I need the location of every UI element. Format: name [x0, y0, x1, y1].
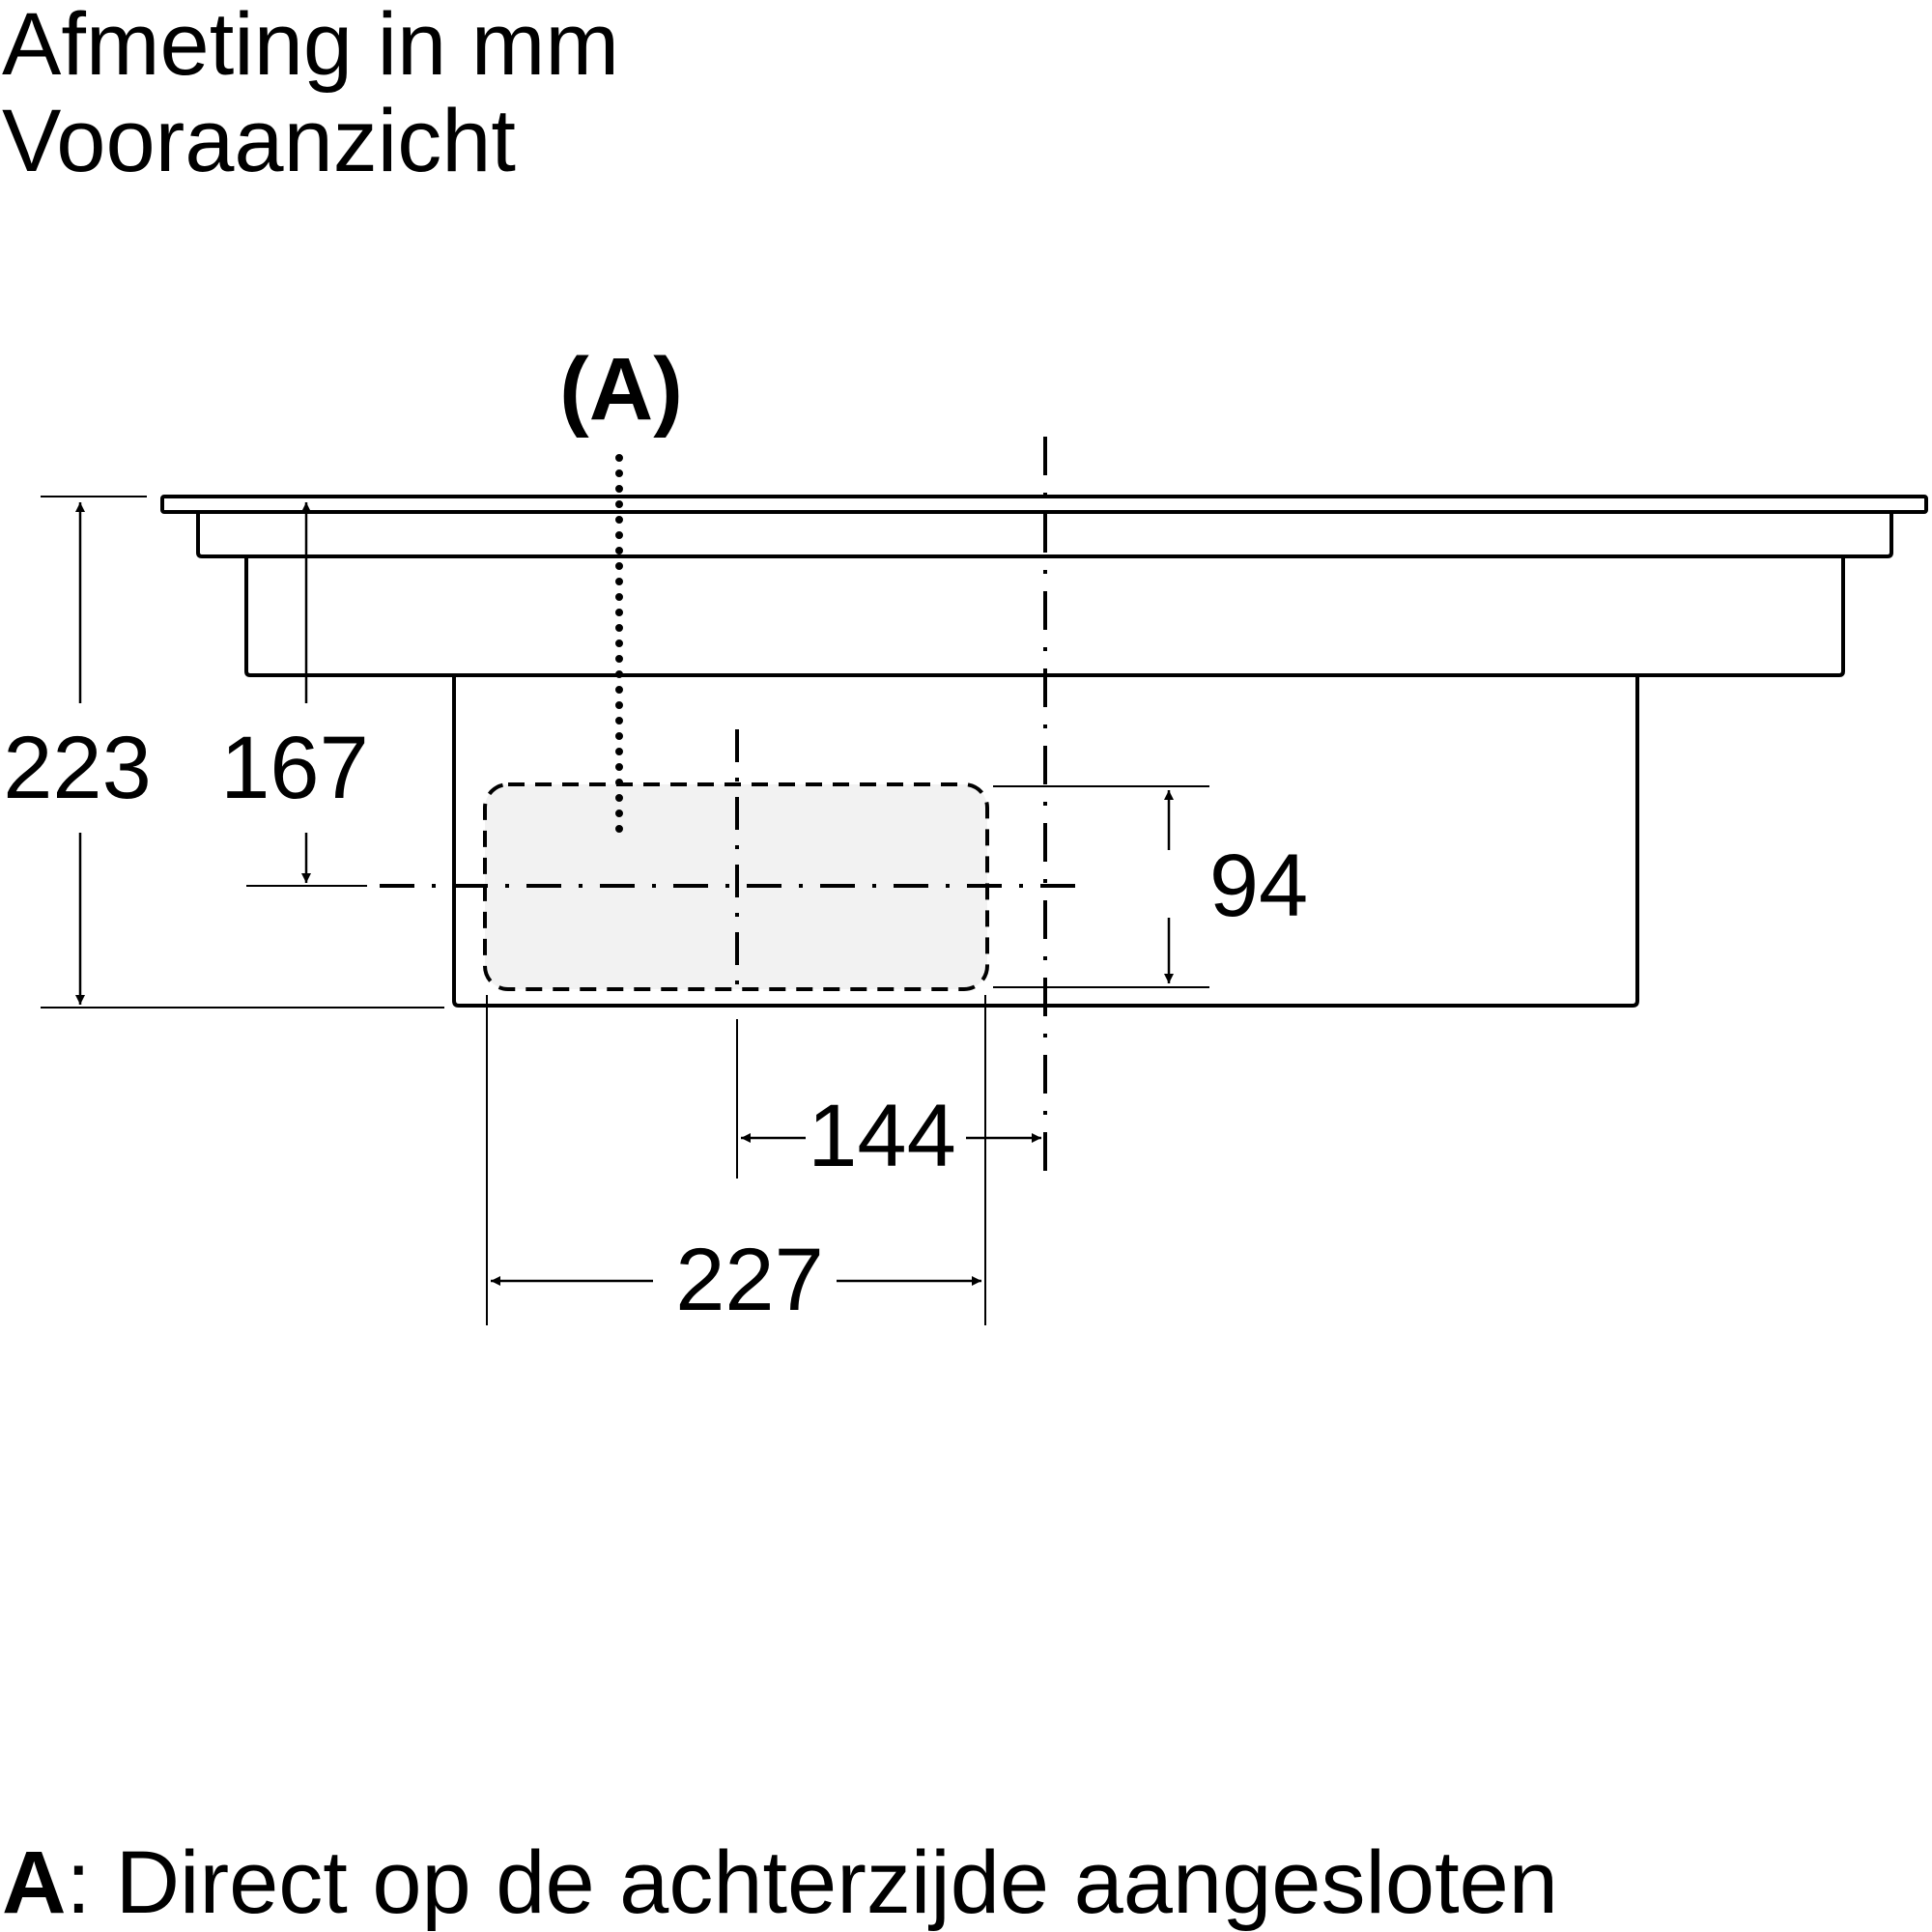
dimension-outlet-offset: 144 — [741, 1087, 1041, 1185]
dimension-label-outlet-width: 227 — [675, 1231, 824, 1329]
dimension-label-outlet-offset: 144 — [808, 1087, 956, 1185]
callout-label-a: (A) — [559, 340, 683, 439]
page-title: Afmeting in mm — [2, 0, 620, 94]
legend-note: A: Direct op de achterzijde aangesloten — [2, 1838, 1558, 1927]
legend-key: A — [2, 1833, 67, 1932]
legend-separator: : — [66, 1833, 92, 1932]
dimension-outlet-width: 227 — [491, 1231, 981, 1329]
cooktop-frame — [196, 512, 1893, 558]
cooktop-glass — [160, 495, 1928, 514]
view-label: Vooraanzicht — [2, 92, 516, 190]
dimension-label-total-height: 223 — [3, 719, 152, 817]
dimension-outlet-height: 94 — [1164, 790, 1308, 983]
legend-text: Direct op de achterzijde aangesloten — [115, 1833, 1558, 1932]
dimension-total-height: 223 — [3, 502, 152, 1005]
dimension-label-outlet-height: 94 — [1209, 837, 1308, 935]
dimension-center-height: 167 — [220, 502, 369, 883]
extension-lines — [41, 496, 1209, 1325]
dimension-label-center-height: 167 — [220, 719, 369, 817]
